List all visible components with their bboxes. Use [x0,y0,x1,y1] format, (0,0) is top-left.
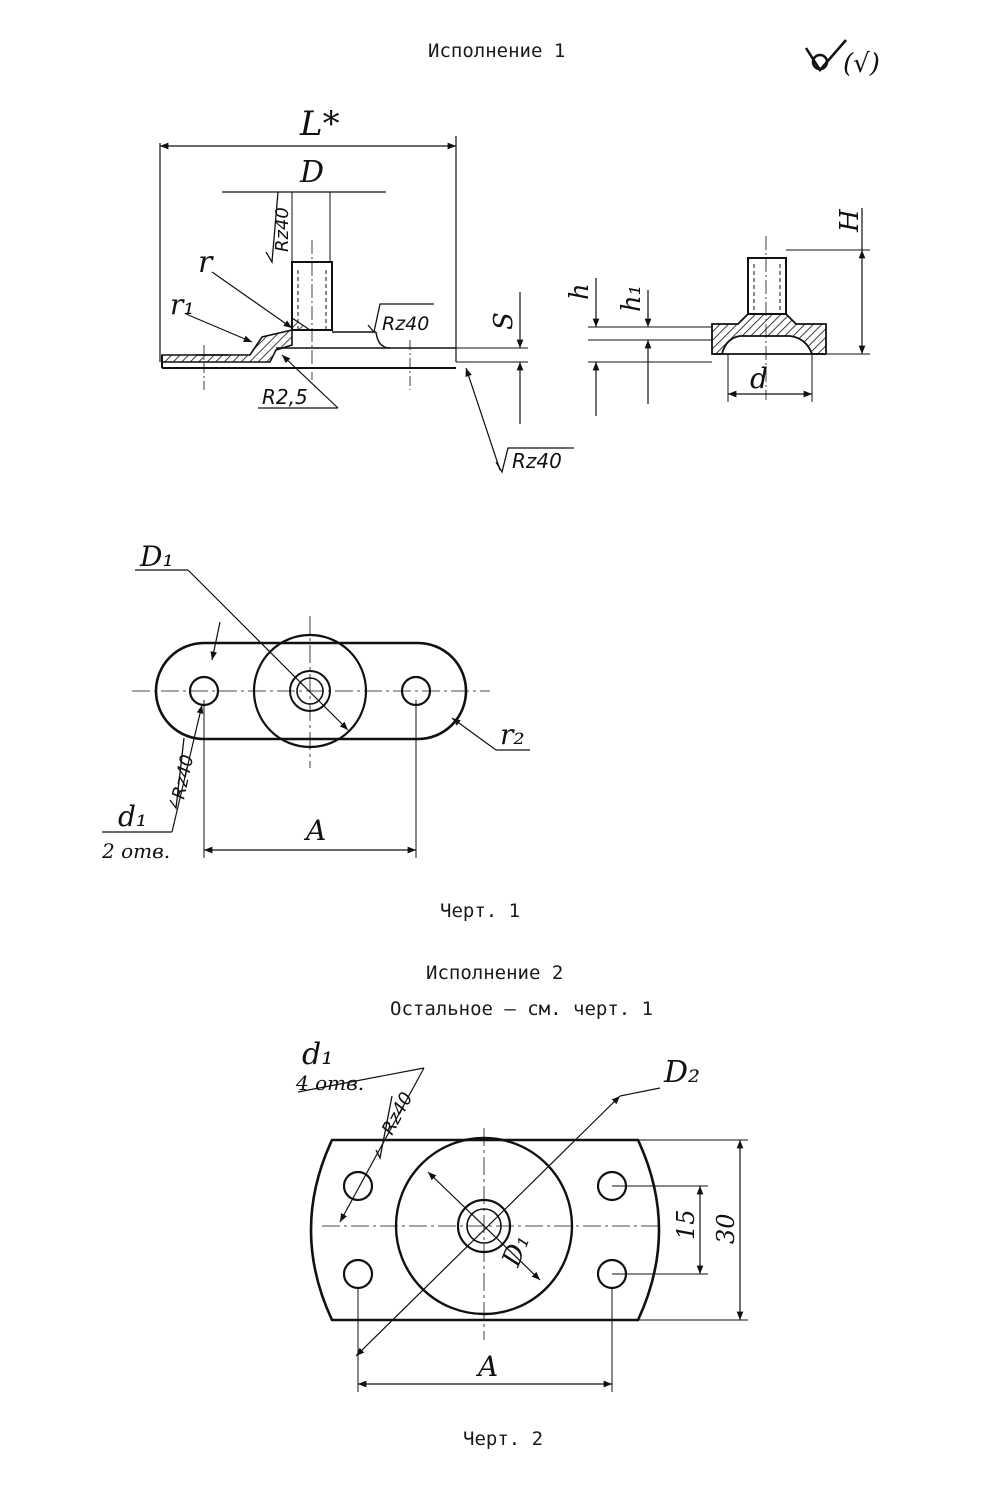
drawing-1-side-view [159,136,574,474]
rest-note-caption: Остальное – см. черт. 1 [390,998,654,1020]
roughness-symbol: (√) [804,39,880,79]
drawing-2-labels: d₁ 4 отв. Rz40 D₂ D₁ 15 30 A [295,1037,740,1383]
drawing-1-plan-view [102,569,530,858]
label-A-drawing1: A [303,814,326,847]
label-r1: r₁ [170,288,195,321]
label-2-holes: 2 отв. [101,839,170,863]
label-H: H [835,208,865,233]
label-D: D [299,155,324,190]
label-d1-drawing2: d₁ [302,1037,333,1072]
label-D2: D₂ [663,1055,700,1090]
variant-2-caption: Исполнение 2 [426,962,564,984]
variant-1-caption: Исполнение 1 [428,40,566,62]
drawing-1-plan-labels: D₁ r₂ Rz40 d₁ 2 отв. A [101,540,525,863]
label-d1-plan: d₁ [118,800,147,833]
label-h: h [565,283,595,300]
label-L: L* [299,104,340,144]
label-S: S [489,312,519,330]
label-r25: R2,5 [262,385,308,409]
label-rz40-stud: Rz40 [272,207,293,252]
drawing-1-caption: Черт. 1 [440,900,521,922]
label-A-drawing2: A [475,1350,498,1383]
label-r2: r₂ [500,718,525,751]
label-rz40-top: Rz40 [382,313,429,335]
label-h1: h₁ [617,285,647,312]
label-4-holes: 4 отв. [295,1071,364,1095]
label-30: 30 [712,1213,740,1244]
drawing-2-caption: Черт. 2 [463,1428,544,1450]
label-D1-drawing2: D₁ [496,1230,536,1271]
drawing-1-section-labels: H h h₁ d [565,208,865,395]
label-rz40-bottom: Rz40 [512,449,562,473]
label-15: 15 [672,1209,700,1240]
drawing-1-side-labels: L* D Rz40 r r₁ Rz40 R2,5 S Rz40 [170,104,562,473]
label-r: r [198,245,214,280]
label-rz40-hole: Rz40 [168,753,198,801]
drawing-1-section-view [588,208,870,416]
drawing-2-plan-view [297,1067,748,1392]
label-d: d [750,362,768,395]
label-D1: D₁ [139,540,174,573]
roughness-label: (√) [843,49,880,79]
label-rz40-drawing2: Rz40 [378,1089,418,1138]
